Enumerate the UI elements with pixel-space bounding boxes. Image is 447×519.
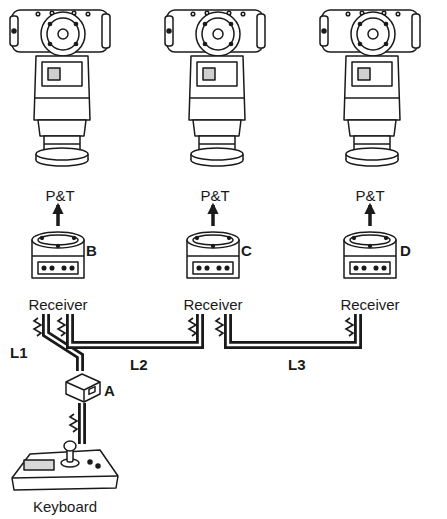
- device-label: Receiver: [319, 296, 421, 314]
- device-label: Receiver: [162, 296, 264, 314]
- callout-letter: C: [241, 242, 252, 260]
- callout-letter: D: [400, 242, 411, 260]
- callout-letter: A: [104, 382, 115, 400]
- receiver-unit: B Receiver: [7, 226, 109, 314]
- device-label: P&T: [5, 187, 115, 205]
- cable-label: L1: [8, 344, 30, 361]
- control-keyboard: Keyboard: [2, 444, 128, 516]
- signal-arrow: [370, 205, 371, 226]
- device-label: P&T: [160, 187, 270, 205]
- device-label: Receiver: [7, 296, 109, 314]
- pan-tilt-camera: P&T: [315, 5, 425, 205]
- receiver-unit: D Receiver: [319, 226, 421, 314]
- cable-connector: [82, 403, 83, 444]
- cable-connector: [70, 314, 200, 345]
- signal-arrow: [58, 205, 59, 226]
- signal-arrow: [213, 205, 214, 226]
- callout-letter: B: [86, 242, 97, 260]
- receiver-unit: C Receiver: [162, 226, 264, 314]
- cable-connector: [228, 314, 358, 345]
- cable-label: L3: [286, 356, 308, 373]
- interface-box: A: [62, 371, 118, 403]
- device-label: Keyboard: [2, 498, 128, 516]
- device-label: P&T: [315, 187, 425, 205]
- pan-tilt-camera: P&T: [5, 5, 115, 205]
- pan-tilt-camera: P&T: [160, 5, 270, 205]
- cable-label: L2: [128, 356, 150, 373]
